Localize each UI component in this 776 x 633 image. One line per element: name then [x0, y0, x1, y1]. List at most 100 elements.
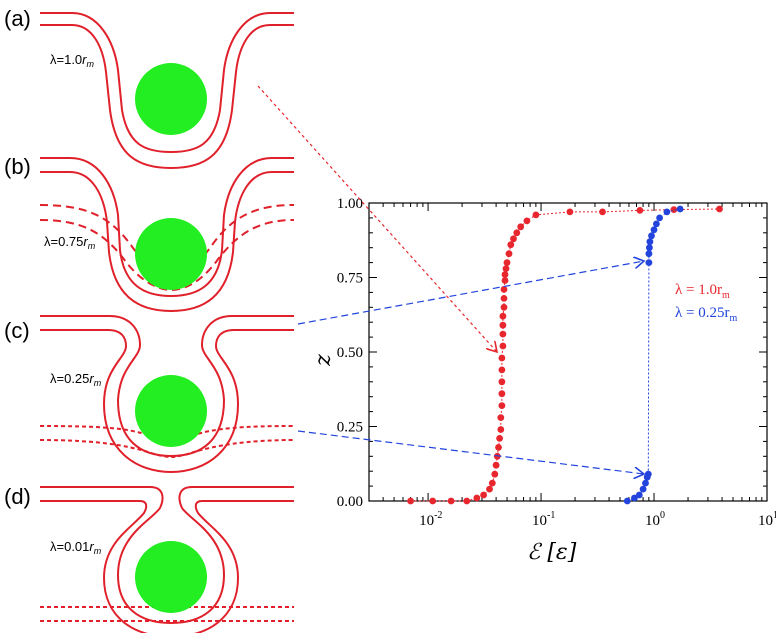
- membrane-outer-a: [40, 12, 294, 170]
- data-point-red: [480, 491, 487, 499]
- data-point-red: [500, 286, 508, 293]
- y-axis-ticks: 0.000.250.500.751.00: [337, 196, 767, 510]
- lambda-label-d: λ=0.01rm: [50, 539, 102, 556]
- panel-b: (b) λ=0.75rm: [4, 154, 295, 313]
- data-point-red: [500, 295, 508, 302]
- x-tick-label: 100: [645, 510, 665, 529]
- data-point-red: [716, 205, 723, 213]
- particle-c: [135, 375, 207, 447]
- data-point-red: [496, 435, 503, 442]
- plot-frame: [368, 202, 768, 502]
- data-point-blue: [663, 208, 671, 216]
- data-point-red: [498, 402, 506, 409]
- data-point-red: [498, 390, 506, 398]
- lambda-label-a: λ=1.0rm: [50, 52, 95, 69]
- data-point-red: [499, 330, 507, 338]
- data-point-red: [429, 497, 437, 505]
- data-point-blue: [623, 497, 631, 505]
- membrane-dashed-c: [39, 425, 295, 459]
- data-point-red: [499, 312, 507, 320]
- series-line-red: [410, 208, 720, 502]
- membrane-outer-d: [40, 486, 294, 633]
- data-point-blue: [648, 232, 655, 240]
- x-tick-label: 10-1: [532, 510, 555, 529]
- data-point-red: [447, 497, 455, 505]
- y-axis-label: z: [311, 354, 336, 367]
- data-point-red: [407, 497, 414, 505]
- data-point-red: [500, 303, 508, 311]
- data-point-red: [486, 485, 493, 493]
- connector-arrows: [257, 85, 644, 474]
- data-point-red: [523, 217, 531, 225]
- lambda-label-c: λ=0.25rm: [50, 371, 102, 388]
- lambda-label-b: λ=0.75rm: [44, 234, 96, 251]
- data-point-red: [473, 494, 481, 502]
- x-axis-ticks: 10-2 10-1 100 101: [368, 203, 776, 529]
- y-tick-label: 0.75: [337, 271, 363, 287]
- series-layer: [407, 205, 723, 505]
- data-point-red: [499, 342, 507, 350]
- data-point-red: [497, 426, 505, 433]
- arrow-panel-c-upper-to-blue: [297, 261, 644, 325]
- membrane-outer-c: [40, 315, 294, 474]
- panel-label-b: (b): [4, 154, 31, 179]
- data-point-blue: [645, 250, 653, 258]
- data-point-red: [501, 277, 509, 284]
- data-point-blue: [653, 220, 660, 228]
- data-point-red: [498, 354, 506, 362]
- data-point-blue: [676, 205, 684, 213]
- data-point-red: [503, 259, 511, 266]
- particle-a: [135, 63, 207, 135]
- data-point-blue: [646, 244, 653, 252]
- data-point-red: [513, 229, 521, 237]
- arrow-panel-a-to-red-curve: [257, 85, 497, 352]
- panel-a: (a) λ=1.0rm: [4, 6, 294, 170]
- data-point-red: [501, 271, 509, 278]
- panel-d: (d) λ=0.01rm: [4, 484, 294, 633]
- panel-c: (c) λ=0.25rm: [4, 315, 295, 474]
- x-tick-label: 101: [758, 510, 776, 529]
- data-point-blue: [650, 226, 658, 234]
- panel-label-c: (c): [4, 318, 30, 343]
- data-point-blue: [639, 485, 647, 493]
- particle-d: [135, 541, 207, 613]
- data-point-blue: [644, 470, 652, 478]
- data-point-blue: [646, 238, 654, 246]
- legend-red: λ = 1.0rm: [675, 282, 730, 301]
- data-point-blue: [635, 491, 643, 499]
- data-point-red: [497, 414, 505, 421]
- data-point-red: [463, 497, 471, 505]
- legend-blue: λ = 0.25rm: [675, 305, 737, 324]
- x-tick-label: 10-2: [419, 510, 442, 529]
- data-point-red: [599, 208, 606, 216]
- data-point-red: [566, 208, 574, 216]
- data-point-red: [495, 444, 502, 451]
- x-axis-label: ℰ [ε]: [527, 540, 577, 565]
- data-point-blue: [642, 479, 649, 487]
- y-tick-label: 0.00: [337, 494, 363, 510]
- membrane-dashed-b: [39, 204, 295, 292]
- data-point-red: [636, 207, 644, 214]
- data-point-blue: [645, 259, 653, 266]
- data-point-red: [492, 461, 500, 469]
- data-point-red: [488, 479, 496, 487]
- data-point-red: [499, 321, 507, 329]
- data-point-red: [498, 366, 506, 374]
- data-point-blue: [656, 214, 663, 222]
- membrane-outer-b: [40, 157, 294, 313]
- particle-b: [135, 218, 207, 290]
- data-point-red: [502, 265, 510, 272]
- data-point-red: [491, 470, 499, 478]
- data-point-red: [498, 378, 506, 386]
- arrow-panel-c-lower-to-blue: [297, 430, 644, 474]
- y-tick-label: 0.25: [337, 420, 363, 436]
- data-point-red: [510, 235, 517, 243]
- data-point-red: [507, 241, 515, 249]
- data-point-blue: [631, 494, 638, 502]
- panel-label-a: (a): [4, 6, 31, 31]
- data-point-red: [505, 250, 513, 258]
- series-line-blue: [627, 208, 681, 502]
- data-point-red: [517, 223, 525, 231]
- y-tick-label: 1.00: [337, 196, 363, 212]
